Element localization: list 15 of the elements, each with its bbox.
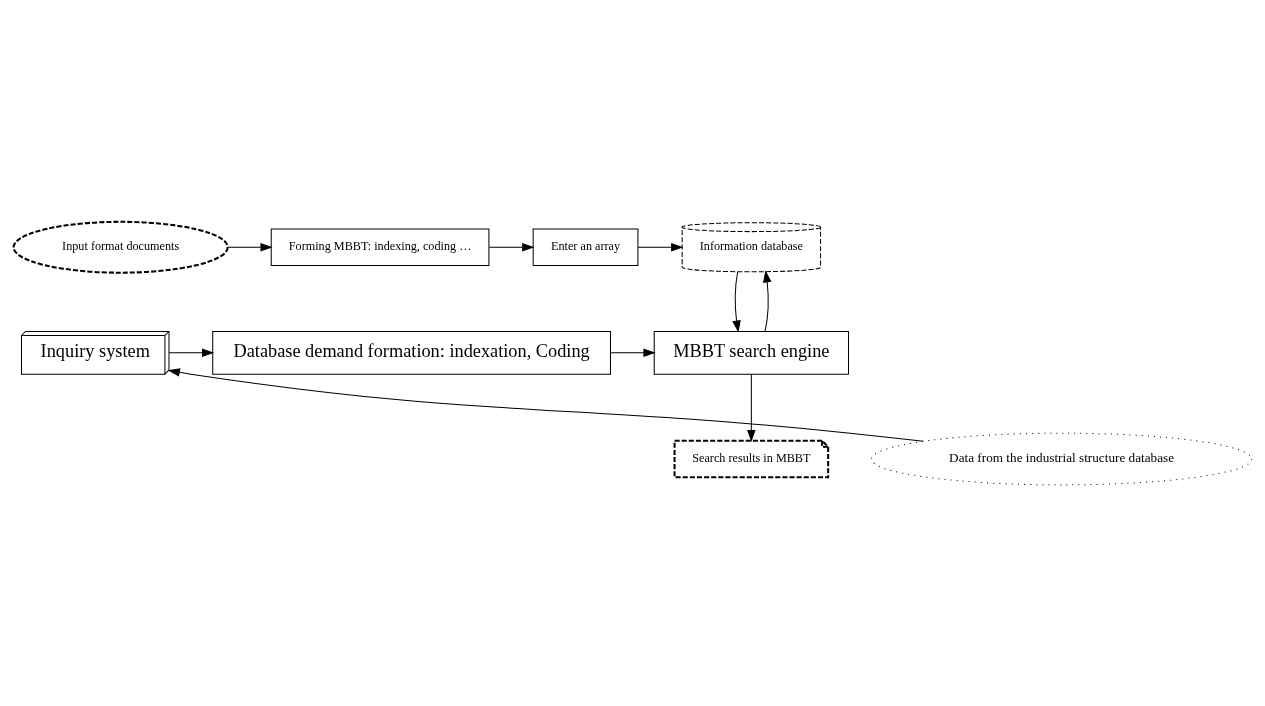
arrow — [168, 348, 215, 357]
node-box: MBBT search engine — [653, 330, 849, 375]
node-box: Enter an array — [532, 227, 639, 266]
node-ellipse: Input format documents — [12, 220, 229, 274]
arrow — [227, 242, 273, 252]
node-box: Database demand formation: indexation, Coding — [212, 330, 611, 375]
arrow — [732, 270, 741, 333]
arrow — [637, 242, 684, 252]
arrow — [763, 269, 772, 332]
arrow — [747, 373, 756, 442]
arrow — [610, 348, 656, 357]
arrow — [167, 367, 924, 442]
node-box: Forming MBBT: indexing, coding … — [270, 227, 490, 266]
arrow — [488, 242, 535, 252]
node-ellipse: Data from the industrial structure database — [871, 432, 1253, 485]
